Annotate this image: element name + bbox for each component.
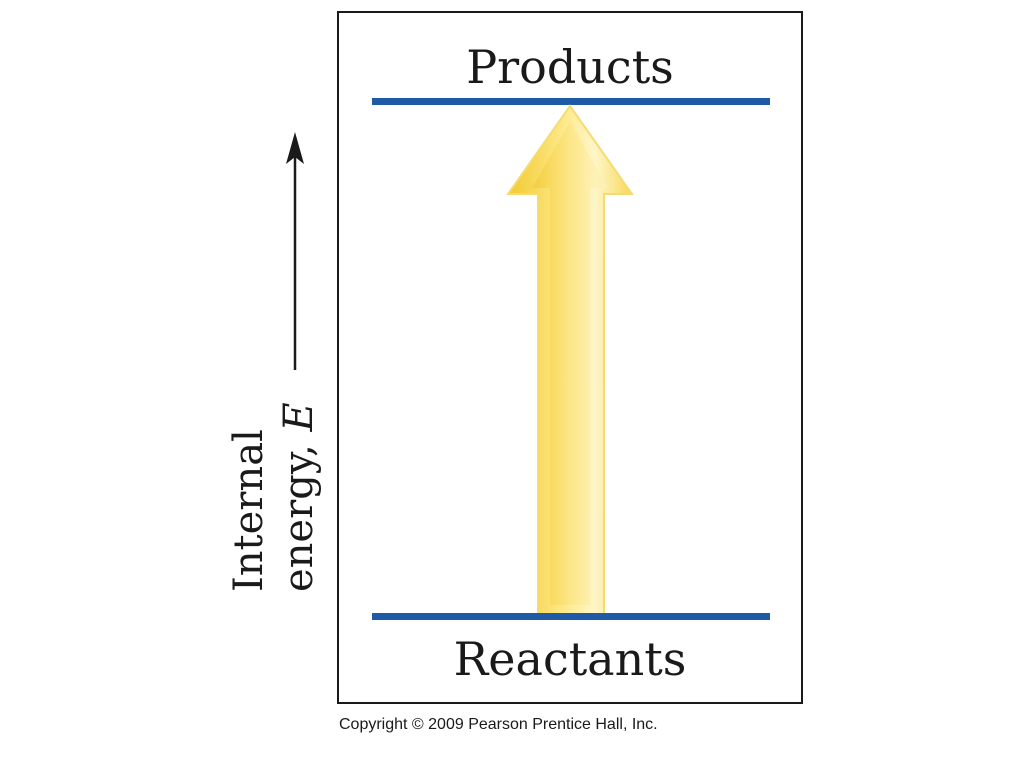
reactants-label: Reactants — [453, 632, 687, 686]
copyright-notice: Copyright © 2009 Pearson Prentice Hall, … — [339, 716, 658, 733]
reactants-level-line — [372, 613, 770, 620]
axis-label-line1: Internal — [226, 429, 272, 592]
products-level-line — [372, 98, 770, 105]
energy-increase-arrow — [506, 104, 634, 615]
axis-label-line2: energy, E — [274, 352, 324, 592]
axis-label-line2-text: energy, — [276, 431, 322, 592]
products-label: Products — [466, 40, 674, 94]
y-axis-label: Internal energy, E — [210, 360, 340, 600]
axis-up-arrow-icon — [286, 132, 304, 370]
arrow-head-highlight — [532, 122, 608, 605]
axis-label-symbol: E — [276, 402, 322, 432]
